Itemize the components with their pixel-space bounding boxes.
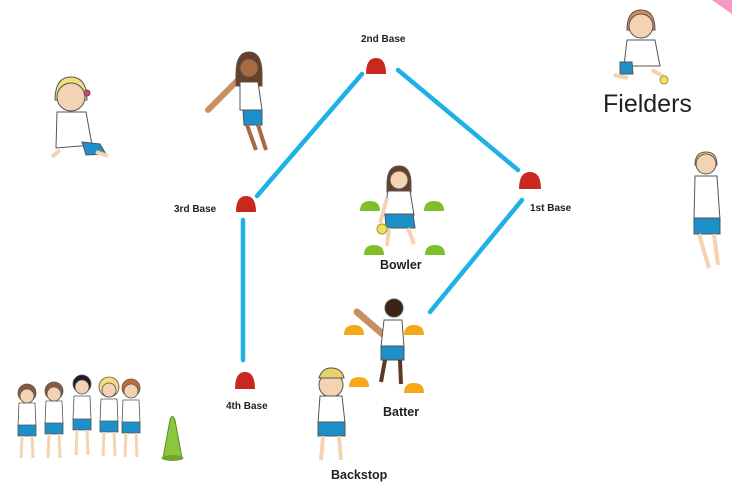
bowling-cone-icon bbox=[364, 245, 384, 255]
base-cone-icon bbox=[519, 172, 541, 189]
fielder-figure bbox=[205, 51, 268, 151]
label-backstop: Backstop bbox=[331, 468, 388, 482]
label-fourth-base: 4th Base bbox=[226, 401, 268, 412]
bowling-cone-icon bbox=[424, 201, 444, 211]
batting-cone-icon bbox=[349, 377, 369, 387]
waiting-team bbox=[17, 374, 141, 459]
child-figure-icon bbox=[17, 383, 37, 459]
bowling-cone-icon bbox=[360, 201, 380, 211]
bowling-square-cones bbox=[360, 201, 445, 255]
bat-icon bbox=[205, 77, 241, 113]
fielder-figure bbox=[50, 76, 109, 159]
line-2nd-to-1st bbox=[395, 67, 521, 173]
base-lines bbox=[240, 67, 525, 363]
line-2nd-to-3rd bbox=[254, 71, 365, 199]
batting-cone-icon bbox=[404, 383, 424, 393]
label-second-base: 2nd Base bbox=[361, 34, 406, 45]
marker-cone-icon bbox=[161, 416, 184, 461]
fielder-figure bbox=[693, 151, 721, 269]
label-batter: Batter bbox=[383, 405, 420, 419]
label-third-base: 3rd Base bbox=[174, 204, 217, 215]
batting-square-cones bbox=[344, 325, 424, 393]
batting-cone-icon bbox=[344, 325, 364, 335]
label-fielders: Fielders bbox=[603, 90, 692, 118]
base-cones bbox=[235, 58, 541, 389]
label-bowler: Bowler bbox=[380, 258, 422, 272]
child-figure-icon bbox=[72, 374, 92, 456]
corner-ribbon-icon bbox=[712, 0, 732, 14]
base-cone-icon bbox=[236, 196, 256, 212]
backstop-figure bbox=[317, 367, 346, 461]
base-cone-icon bbox=[235, 372, 255, 389]
batting-cone-icon bbox=[404, 325, 424, 335]
fielder-figure bbox=[613, 9, 669, 85]
label-first-base: 1st Base bbox=[530, 203, 572, 214]
line-1st-to-batter bbox=[427, 197, 525, 315]
bowling-cone-icon bbox=[425, 245, 445, 255]
bowler-figure bbox=[376, 165, 416, 247]
child-figure-icon bbox=[44, 381, 64, 459]
child-figure-icon bbox=[121, 378, 141, 458]
batter-figure bbox=[353, 298, 405, 385]
base-cone-icon bbox=[366, 58, 386, 74]
child-figure-icon bbox=[98, 376, 120, 457]
